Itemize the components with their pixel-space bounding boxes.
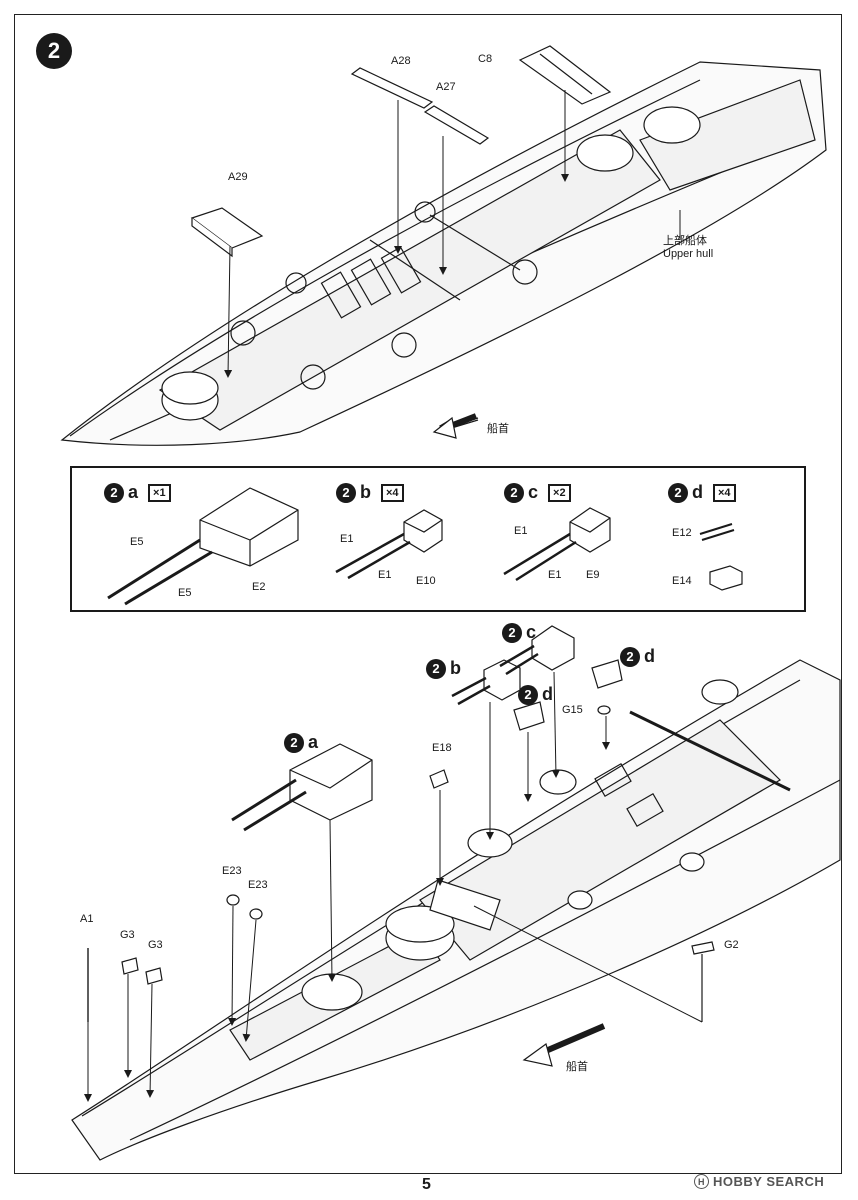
label-2c-e9: E9 <box>586 569 600 581</box>
label-a27: A27 <box>436 81 456 93</box>
callout-2c-letter: c <box>526 622 537 642</box>
part-g15 <box>597 705 611 715</box>
label-a28: A28 <box>391 55 411 67</box>
callout-2c: 2 c <box>502 622 536 643</box>
label-2c-e1-upper: E1 <box>514 525 528 537</box>
substep-2b-qty: ×4 <box>381 483 404 502</box>
label-2d-e14: E14 <box>672 575 692 587</box>
part-g3-2 <box>145 967 163 985</box>
step-number-badge: 2 <box>36 33 72 69</box>
callout-2d-1-letter: d <box>644 646 655 666</box>
callout-2c-num: 2 <box>502 622 522 643</box>
turret-2a-placement <box>231 743 373 832</box>
substep-2d-letter: d <box>692 482 703 502</box>
substep-2d-num: 2 <box>668 482 688 503</box>
mount-2d-placement-1 <box>591 659 623 689</box>
part-a28 <box>350 67 434 109</box>
lower-hull-bottom <box>71 659 841 1161</box>
label-g3-1: G3 <box>120 929 135 941</box>
label-bow-bottom: 船首 <box>566 1061 588 1073</box>
bow-direction-arrowhead-bottom <box>522 1043 553 1067</box>
callout-2b-letter: b <box>450 658 461 678</box>
part-e23-2 <box>249 908 263 920</box>
page-frame <box>14 14 842 1174</box>
label-2b-e10: E10 <box>416 575 436 587</box>
part-c8 <box>518 45 612 105</box>
turret-2c-placement <box>499 625 575 676</box>
bow-direction-arrowhead-top <box>432 416 457 439</box>
label-a29: A29 <box>228 171 248 183</box>
callout-2a: 2 a <box>284 732 318 753</box>
watermark: H HOBBY SEARCH <box>694 1174 824 1189</box>
leader-lines-bottom <box>84 671 703 1102</box>
substep-2a-letter: a <box>128 482 139 502</box>
callout-2a-letter: a <box>308 732 319 752</box>
callout-2b-num: 2 <box>426 658 446 679</box>
step-number: 2 <box>47 38 61 63</box>
label-g3-2: G3 <box>148 939 163 951</box>
substep-2d-header: 2 d ×4 <box>668 482 736 503</box>
substep-2b-num: 2 <box>336 482 356 503</box>
substep-2c-qty: ×2 <box>548 483 571 502</box>
label-2d-e12: E12 <box>672 527 692 539</box>
turret-2b-placement <box>451 659 521 706</box>
part-e23-1 <box>226 894 240 906</box>
substep-2a-num: 2 <box>104 482 124 503</box>
label-g15: G15 <box>562 704 583 716</box>
callout-2b: 2 b <box>426 658 461 679</box>
label-2b-e1-lower: E1 <box>378 569 392 581</box>
label-2a-e5-lower: E5 <box>178 587 192 599</box>
label-e23-2: E23 <box>248 879 268 891</box>
callout-2d-2-letter: d <box>542 684 553 704</box>
part-g2 <box>691 941 715 1022</box>
part-a29 <box>190 207 264 258</box>
mount-2d-placement-2 <box>513 701 545 731</box>
part-g3-1 <box>121 957 139 975</box>
part-e18 <box>429 769 449 789</box>
part-a27 <box>423 105 490 145</box>
label-e18: E18 <box>432 742 452 754</box>
substep-2c-num: 2 <box>504 482 524 503</box>
substep-2d-qty: ×4 <box>713 483 736 502</box>
callout-2d-2-num: 2 <box>518 684 538 705</box>
turret-2c-sketch <box>503 507 611 582</box>
page-number: 5 <box>422 1176 431 1193</box>
label-c8: C8 <box>478 53 493 65</box>
substep-2a-qty: ×1 <box>148 483 171 502</box>
upper-hull-top <box>60 61 827 446</box>
substep-2c-header: 2 c ×2 <box>504 482 571 503</box>
label-e23-1: E23 <box>222 865 242 877</box>
label-a1: A1 <box>80 913 94 925</box>
substep-2a-header: 2 a ×1 <box>104 482 171 503</box>
substep-2b-letter: b <box>360 482 371 502</box>
mount-2d-sketch <box>699 523 743 591</box>
label-g2: G2 <box>724 939 739 951</box>
label-bow-top: 船首 <box>487 423 509 435</box>
watermark-logo-icon: H <box>694 1174 709 1189</box>
callout-2d-2: 2 d <box>518 684 553 705</box>
callout-2d-1: 2 d <box>620 646 655 667</box>
watermark-text: HOBBY SEARCH <box>713 1174 825 1189</box>
label-2a-e2: E2 <box>252 581 266 593</box>
label-2c-e1-lower: E1 <box>548 569 562 581</box>
label-2a-e5-upper: E5 <box>130 536 144 548</box>
label-upper-hull-en: Upper hull <box>663 248 714 260</box>
label-upper-hull-jp: 上部船体 <box>663 235 707 247</box>
turret-2a-sketch <box>107 487 299 606</box>
leader-lines-top <box>224 90 681 378</box>
substep-2c-letter: c <box>528 482 539 502</box>
substep-inset-box <box>70 466 806 612</box>
callout-2a-num: 2 <box>284 732 304 753</box>
turret-2b-sketch <box>335 509 443 580</box>
callout-2d-1-num: 2 <box>620 646 640 667</box>
label-2b-e1-upper: E1 <box>340 533 354 545</box>
substep-2b-header: 2 b ×4 <box>336 482 404 503</box>
